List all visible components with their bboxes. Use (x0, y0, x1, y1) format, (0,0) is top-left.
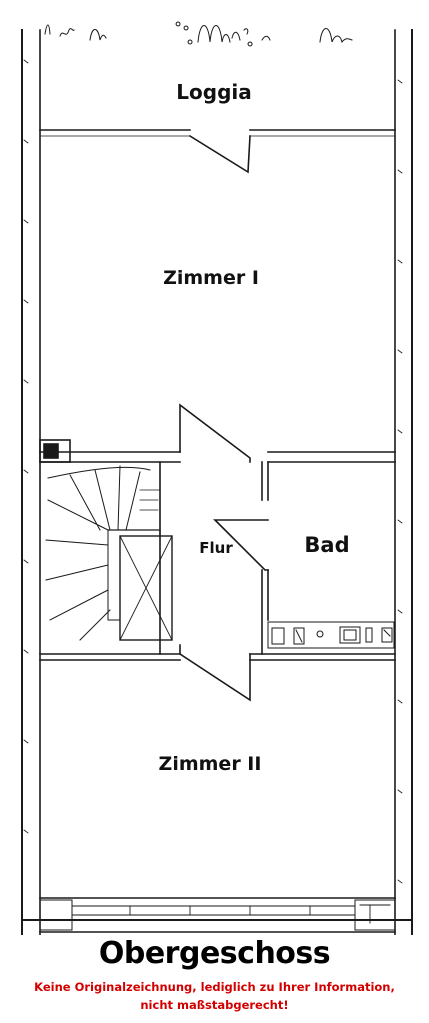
zimmer1-bottom-wall (39, 439, 396, 463)
room-label-zimmer2: Zimmer II (159, 753, 262, 775)
staircase (39, 461, 173, 655)
room-label-bad: Bad (304, 533, 349, 557)
room-label-loggia: Loggia (176, 80, 251, 104)
zimmer2-top-wall (39, 653, 396, 661)
floor-plan: Loggia Zimmer I Flur Bad Zimmer II (21, 21, 413, 935)
door-zimmer2 (178, 644, 251, 702)
door-zimmer1 (179, 403, 251, 463)
door-bad (213, 461, 269, 571)
bad-fixtures (267, 621, 395, 649)
room-label-zimmer1: Zimmer I (163, 267, 259, 289)
disclaimer-line-1: Keine Originalzeichnung, lediglich zu Ih… (34, 980, 395, 994)
disclaimer: Keine Originalzeichnung, lediglich zu Ih… (6, 978, 423, 1014)
zimmer2-bottom-wall (21, 897, 413, 933)
loggia-railing (44, 21, 353, 47)
loggia-partition (39, 129, 396, 174)
bad-walls (261, 461, 269, 655)
disclaimer-line-2: nicht maßstabgerecht! (140, 998, 289, 1012)
exterior-walls (21, 29, 413, 935)
room-label-flur: Flur (199, 539, 233, 557)
floor-title: Obergeschoss (98, 936, 331, 971)
